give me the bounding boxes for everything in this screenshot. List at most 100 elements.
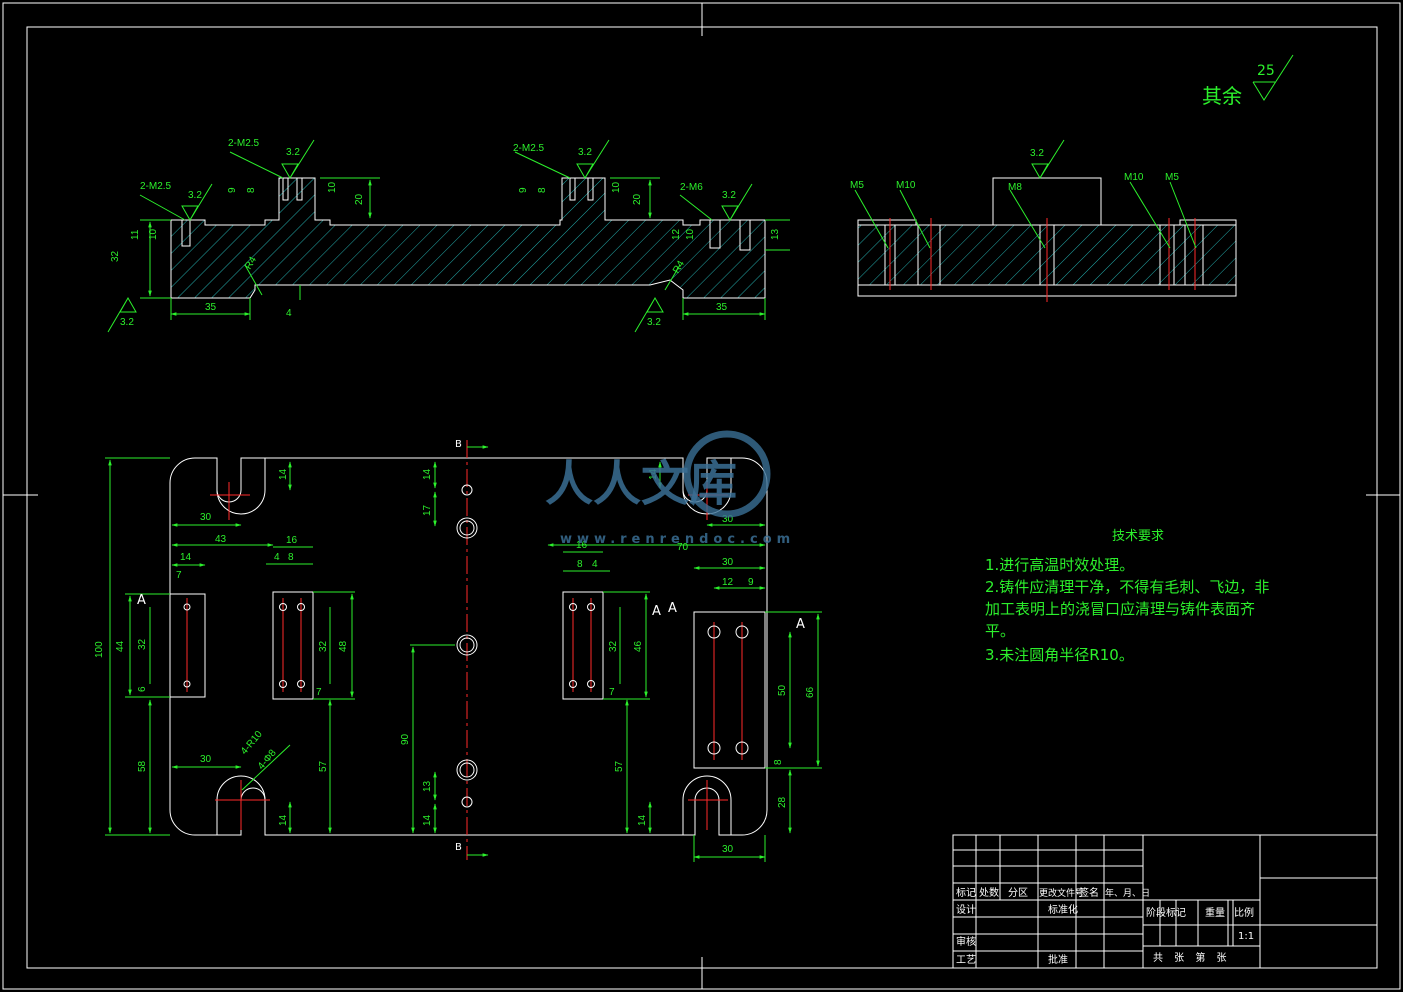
dim-8-a: 8 [246,187,257,193]
ra-3-2-b: 3.2 [286,147,300,158]
dim-57-a: 57 [318,760,329,772]
section-a-4: A [796,617,805,632]
dim-6: 6 [137,686,148,692]
dim-4-a: 4 [274,552,280,563]
title-block: 标记 处数 分区 更改文件号 签名 年、月、日 设计 标准化 阶段标记 重量 比… [952,834,1378,969]
section-b-top: B [455,439,462,450]
tech-item-2: 2.铸件应清理干净，不得有毛刺、飞边，非 [985,578,1269,596]
label-4-r10: 4-R10 [239,729,265,757]
tb-process: 工艺 [956,954,976,966]
label-m10-right: M10 [1124,172,1144,183]
dim-7-b: 7 [316,687,322,698]
dim-4: 4 [286,308,292,319]
front-section-view: 2-M2.5 2-M2.5 2-M2.5 2-M6 3.2 3.2 3.2 3.… [107,138,790,333]
label-2-m2-5-left: 2-M2.5 [140,181,172,192]
ra-3-2-a: 3.2 [188,190,202,201]
dim-16-a: 16 [286,535,298,546]
dim-14-g: 14 [648,468,659,480]
dim-8-c: 8 [288,552,294,563]
dim-10-a: 10 [148,228,159,240]
label-m8: M8 [1008,182,1022,193]
section-a-2: A [652,604,661,619]
watermark-url: www.renrendoc.com [560,532,795,547]
ra-3-2-e: 3.2 [120,317,134,328]
dim-32-a: 32 [137,638,148,650]
dim-14-e: 14 [422,814,433,826]
tb-change-doc: 更改文件号 [1039,887,1084,899]
dim-70: 70 [677,542,689,553]
dim-14-b: 14 [278,468,289,480]
dim-4-b: 4 [592,559,598,570]
roughness-symbol: 其余 25 [1202,54,1294,108]
dim-12: 12 [671,228,682,240]
roughness-value: 25 [1257,63,1275,79]
tb-standardize: 标准化 [1048,903,1078,916]
dim-44: 44 [115,640,126,652]
section-b-bottom: B [455,842,462,853]
dim-32-b: 32 [318,640,329,652]
dim-20-a: 20 [354,193,365,205]
dim-14-f: 14 [637,814,648,826]
dim-13-b: 13 [422,780,433,792]
label-m5-right: M5 [1165,172,1179,183]
tech-item-4: 平。 [985,622,1015,640]
ra-3-2-f: 3.2 [647,317,661,328]
dim-8-d: 8 [577,559,583,570]
label-2-m6: 2-M6 [680,182,703,193]
dim-30-c: 30 [722,514,734,525]
label-2-m2-5-mid: 2-M2.5 [513,143,545,154]
section-a-1: A [137,593,146,608]
dim-57-b: 57 [614,760,625,772]
dim-30-a: 30 [200,512,212,523]
dim-12-b: 12 [722,577,734,588]
dim-30-b: 30 [200,754,212,765]
dim-20-b: 20 [632,193,643,205]
dim-30-e: 30 [722,844,734,855]
dim-50: 50 [777,684,788,696]
dim-10-b: 10 [327,181,338,193]
tb-zone: 分区 [1008,887,1028,899]
dim-58: 58 [137,760,148,772]
dim-32: 32 [110,250,121,262]
tb-review: 审核 [956,935,976,948]
dim-14-d: 14 [422,468,433,480]
dim-30-d: 30 [722,557,734,568]
label-m5-left: M5 [850,180,864,191]
tb-sheets: 共 张 第 张 [1153,951,1231,964]
dim-35-right: 35 [716,302,728,313]
dim-9-a: 9 [227,187,238,193]
tech-item-1: 1.进行高温时效处理。 [985,556,1134,574]
dim-10-c: 10 [611,181,622,193]
tb-design: 设计 [956,903,976,916]
watermark-text: 人人文库 [545,456,737,512]
dim-10-d: 10 [685,228,696,240]
dim-13: 13 [770,228,781,240]
ra-3-2-d: 3.2 [722,190,736,201]
ra-3-2-side: 3.2 [1030,148,1044,159]
tech-item-5: 3.未注圆角半径R10。 [985,646,1134,664]
tb-sign: 签名 [1079,886,1099,899]
dim-7-c: 7 [609,687,615,698]
dim-28: 28 [777,796,788,808]
tb-mark: 标记 [956,887,976,899]
dim-48: 48 [338,640,349,652]
dim-32-c: 32 [608,640,619,652]
dim-9-c: 9 [748,577,754,588]
dim-7-a: 7 [176,570,182,581]
dim-11: 11 [130,229,141,240]
dim-9-b: 9 [518,187,529,193]
dim-8-b: 8 [537,187,548,193]
tb-approve: 批准 [1048,953,1068,966]
label-2-m2-5-mid-top: 2-M2.5 [228,138,260,149]
tb-date: 年、月、日 [1105,887,1150,899]
dim-17: 17 [422,504,433,516]
tb-scale-label: 比例 [1234,906,1254,919]
watermark: 人人文库 www.renrendoc.com [545,430,795,547]
roughness-label: 其余 [1202,84,1242,108]
dim-35-left: 35 [205,302,217,313]
ra-3-2-c: 3.2 [578,147,592,158]
dim-14-a: 14 [180,552,192,563]
tech-title: 技术要求 [1112,529,1164,544]
